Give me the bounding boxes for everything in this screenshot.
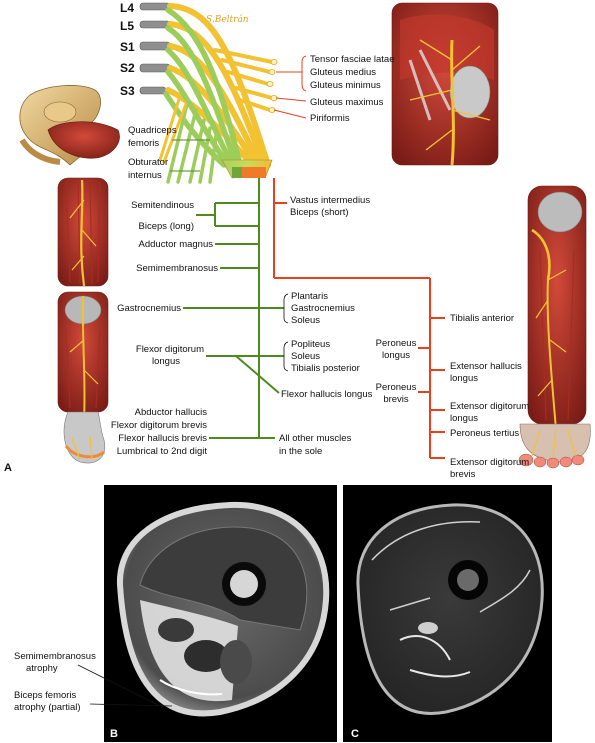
- label-soleus: Soleus: [291, 315, 320, 326]
- label-peroneus-brevis-2: brevis: [383, 394, 409, 405]
- label-popliteus: Popliteus: [291, 339, 330, 350]
- label-semimembranosus: Semimembranosus: [136, 263, 218, 274]
- label-flexor-hallucis-brevis: Flexor hallucis brevis: [118, 433, 207, 444]
- label-flexor-digitorum-brevis: Flexor digitorum brevis: [111, 420, 207, 431]
- label-quadriceps-2: femoris: [128, 138, 159, 149]
- label-abductor-hallucis: Abductor hallucis: [135, 407, 208, 418]
- label-biceps-atrophy-2: atrophy (partial): [14, 702, 81, 713]
- anterior-leg-illustration: [518, 185, 591, 469]
- root-s1: S1: [120, 40, 135, 54]
- label-semitendinous: Semitendinous: [131, 200, 194, 211]
- label-tibialis-posterior: Tibialis posterior: [291, 363, 360, 374]
- label-extensor-digitorum-brevis-1: Extensor digitorum: [450, 457, 529, 468]
- panel-label-a: A: [4, 462, 12, 474]
- artist-signature: S.Beltrán: [206, 14, 249, 25]
- peroneal-labels: Vastus intermedius Biceps (short) Tibial…: [290, 195, 529, 480]
- label-gastrocnemius: Gastrocnemius: [117, 303, 181, 314]
- label-peroneus-longus-2: longus: [382, 350, 410, 361]
- label-piriformis: Piriformis: [310, 113, 350, 124]
- label-gastrocnemius-2: Gastrocnemius: [291, 303, 355, 314]
- peroneal-branch-tree: [273, 178, 445, 459]
- label-all-other-muscles-1: All other muscles: [279, 433, 352, 444]
- pelvic-labels: Tensor fasciae latae Gluteus medius Glut…: [128, 54, 395, 181]
- tibial-labels: Semitendinous Biceps (long) Adductor mag…: [111, 200, 373, 457]
- pelvic-leaders: [273, 55, 307, 119]
- label-extensor-hallucis-1: Extensor hallucis: [450, 361, 522, 372]
- label-extensor-digitorum-longus-1: Extensor digitorum: [450, 401, 529, 412]
- label-tensor-fasciae-latae: Tensor fasciae latae: [310, 54, 395, 65]
- label-biceps-short: Biceps (short): [290, 207, 349, 218]
- label-adductor-magnus: Adductor magnus: [139, 239, 214, 250]
- mri-panel-c: C: [343, 485, 552, 742]
- nerve-roots: L4 L5 S1 S2 S3: [120, 1, 135, 98]
- root-s3: S3: [120, 84, 135, 98]
- label-tibialis-anterior: Tibialis anterior: [450, 313, 514, 324]
- label-quadriceps-1: Quadriceps: [128, 125, 177, 136]
- label-obturator-1: Obturator: [128, 157, 168, 168]
- root-l5: L5: [120, 19, 134, 33]
- label-peroneus-longus-1: Peroneus: [376, 338, 417, 349]
- mri-panel-b: B: [104, 485, 337, 742]
- label-extensor-hallucis-2: longus: [450, 373, 478, 384]
- label-soleus-2: Soleus: [291, 351, 320, 362]
- mri-annotations: Semimembranosus atrophy Biceps femoris a…: [14, 651, 173, 713]
- label-flexor-digitorum-longus-2: longus: [152, 356, 180, 367]
- tibial-branch-tree: [183, 178, 284, 439]
- label-vastus-intermedius: Vastus intermedius: [290, 195, 370, 206]
- label-gluteus-minimus: Gluteus minimus: [310, 80, 381, 91]
- label-lumbrical: Lumbrical to 2nd digit: [117, 446, 208, 457]
- hip-illustration: [19, 85, 120, 166]
- panel-label-b: B: [110, 728, 118, 740]
- label-all-other-muscles-2: in the sole: [279, 446, 322, 457]
- label-flexor-hallucis-longus: Flexor hallucis longus: [281, 389, 373, 400]
- label-semimembranosus-atrophy-2: atrophy: [26, 663, 58, 674]
- label-semimembranosus-atrophy-1: Semimembranosus: [14, 651, 96, 662]
- label-flexor-digitorum-longus-1: Flexor digitorum: [136, 344, 204, 355]
- lower-leg-posterior-illustration: [57, 291, 109, 464]
- sacral-plexus-illustration: [139, 2, 278, 184]
- tibial-side-brackets: [283, 293, 289, 372]
- root-l4: L4: [120, 1, 134, 15]
- label-plantaris: Plantaris: [291, 291, 328, 302]
- thigh-illustration: [57, 177, 109, 287]
- pelvic-green-leaders: [170, 139, 210, 172]
- label-biceps-atrophy-1: Biceps femoris: [14, 690, 77, 701]
- label-extensor-digitorum-brevis-2: brevis: [450, 469, 476, 480]
- label-gluteus-medius: Gluteus medius: [310, 67, 376, 78]
- label-peroneus-tertius: Peroneus tertius: [450, 428, 519, 439]
- gluteal-illustration: [391, 2, 499, 166]
- panel-label-c: C: [351, 728, 359, 740]
- root-s2: S2: [120, 61, 135, 75]
- label-extensor-digitorum-longus-2: longus: [450, 413, 478, 424]
- label-biceps-long: Biceps (long): [139, 221, 194, 232]
- label-peroneus-brevis-1: Peroneus: [376, 382, 417, 393]
- label-gluteus-maximus: Gluteus maximus: [310, 97, 384, 108]
- label-obturator-2: internus: [128, 170, 162, 181]
